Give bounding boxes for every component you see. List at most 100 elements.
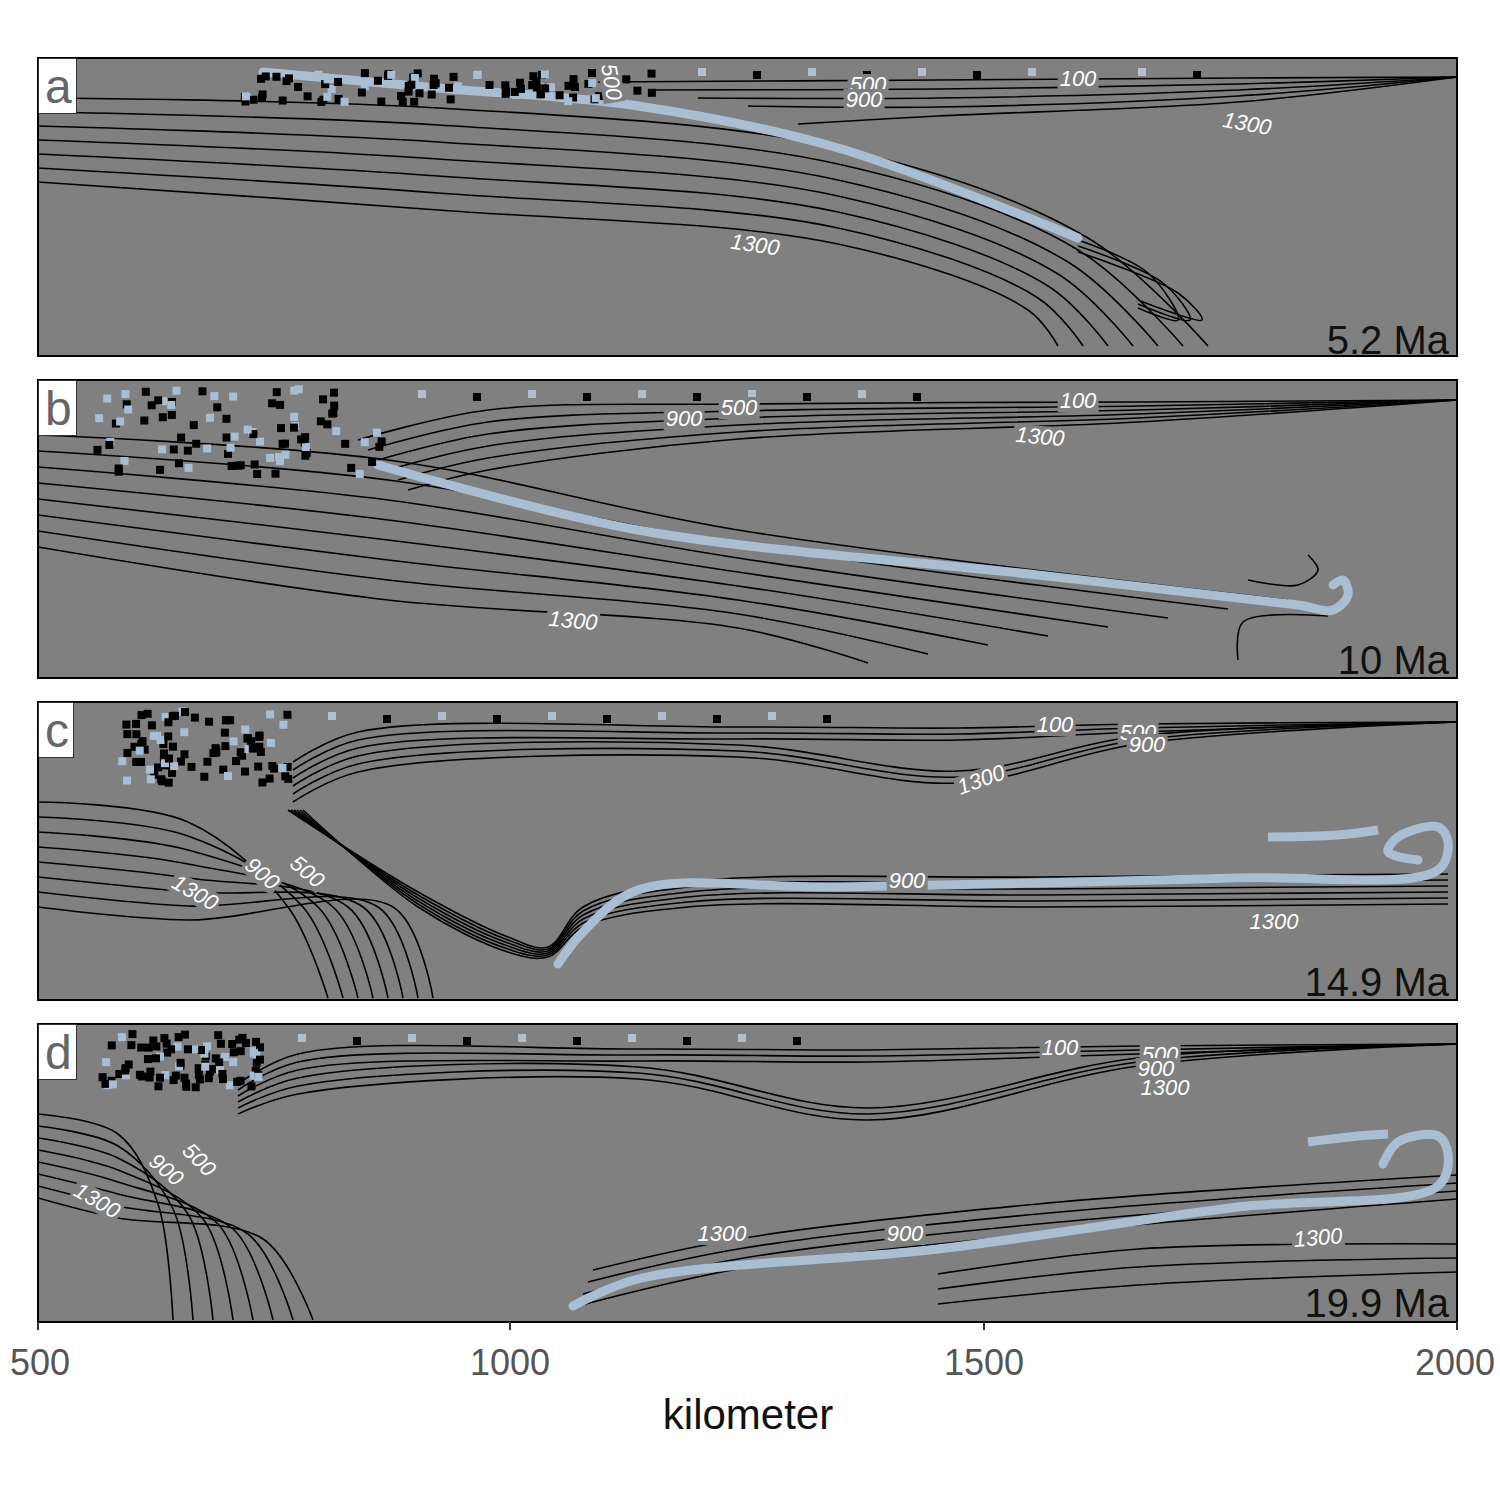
isotherm-label: 900 bbox=[844, 89, 885, 111]
melt-marker bbox=[573, 1037, 581, 1045]
isotherm-label: 1300 bbox=[1248, 911, 1301, 933]
melt-marker bbox=[698, 68, 706, 76]
melt-marker bbox=[102, 1058, 110, 1066]
melt-marker bbox=[445, 84, 453, 92]
melt-marker bbox=[232, 757, 240, 765]
melt-marker bbox=[210, 392, 218, 400]
time-label: 19.9 Ma bbox=[1304, 1283, 1449, 1323]
melt-marker bbox=[252, 1038, 260, 1046]
melt-marker bbox=[123, 776, 131, 784]
melt-marker bbox=[454, 82, 462, 90]
melt-marker bbox=[116, 418, 124, 426]
melt-marker bbox=[373, 429, 381, 437]
melt-marker bbox=[368, 458, 376, 466]
melt-marker bbox=[430, 75, 438, 83]
time-label: 14.9 Ma bbox=[1304, 962, 1449, 1002]
melt-marker bbox=[205, 718, 213, 726]
melt-marker bbox=[201, 1063, 209, 1071]
melt-marker bbox=[257, 748, 265, 756]
melt-marker bbox=[528, 81, 536, 89]
melt-marker bbox=[262, 72, 270, 80]
axis-title: kilometer bbox=[663, 1394, 833, 1436]
melt-marker bbox=[167, 1045, 175, 1053]
isotherm-label: 900 bbox=[664, 408, 705, 430]
isotherm bbox=[38, 182, 1058, 346]
melt-marker bbox=[628, 1034, 636, 1042]
melt-marker bbox=[180, 728, 188, 736]
melt-marker bbox=[633, 87, 641, 95]
melt-marker bbox=[410, 98, 418, 106]
melt-marker bbox=[588, 69, 596, 77]
melt-marker bbox=[121, 457, 129, 465]
melt-marker bbox=[256, 438, 264, 446]
melt-marker bbox=[537, 90, 545, 98]
melt-marker bbox=[136, 747, 144, 755]
melt-marker bbox=[95, 414, 103, 422]
panel-frame bbox=[38, 702, 1457, 1000]
melt-marker bbox=[228, 1040, 236, 1048]
melt-marker bbox=[493, 715, 501, 723]
melt-marker bbox=[128, 1030, 136, 1038]
isotherm bbox=[238, 1044, 1457, 1114]
slab-marker bbox=[1308, 1134, 1388, 1142]
isotherm bbox=[1237, 614, 1328, 660]
isotherm-label: 900 bbox=[1127, 734, 1168, 756]
melt-marker bbox=[231, 433, 239, 441]
melt-marker bbox=[271, 470, 279, 478]
melt-marker bbox=[200, 773, 208, 781]
melt-marker bbox=[438, 712, 446, 720]
time-label: 10 Ma bbox=[1338, 640, 1449, 680]
melt-marker bbox=[156, 1074, 164, 1082]
slab-marker bbox=[573, 1134, 1448, 1306]
melt-marker bbox=[147, 775, 155, 783]
melt-marker bbox=[137, 711, 145, 719]
melt-marker bbox=[276, 457, 284, 465]
isotherm-label: 1300 bbox=[1013, 424, 1068, 451]
melt-marker bbox=[181, 708, 189, 716]
melt-marker bbox=[168, 769, 176, 777]
panel-letter-box: a bbox=[38, 58, 77, 114]
melt-marker bbox=[528, 390, 536, 398]
melt-marker bbox=[249, 745, 257, 753]
melt-marker bbox=[329, 409, 337, 417]
melt-marker bbox=[169, 743, 177, 751]
melt-marker bbox=[197, 1046, 205, 1054]
panel-frame bbox=[38, 1024, 1457, 1322]
melt-marker bbox=[793, 1037, 801, 1045]
melt-marker bbox=[285, 74, 293, 82]
melt-marker bbox=[103, 395, 111, 403]
melt-marker bbox=[272, 73, 280, 81]
tick-label: 1500 bbox=[944, 1345, 1024, 1381]
tick-label: 500 bbox=[10, 1345, 70, 1381]
melt-marker bbox=[377, 98, 385, 106]
melt-marker bbox=[323, 420, 331, 428]
melt-marker bbox=[314, 71, 322, 79]
melt-marker bbox=[154, 396, 162, 404]
melt-marker bbox=[148, 721, 156, 729]
melt-marker bbox=[268, 762, 276, 770]
melt-marker bbox=[175, 1033, 183, 1041]
melt-marker bbox=[165, 779, 173, 787]
melt-marker bbox=[115, 464, 123, 472]
melt-marker bbox=[564, 97, 572, 105]
melt-marker bbox=[140, 417, 148, 425]
isotherm-label: 100 bbox=[1040, 1037, 1081, 1059]
melt-marker bbox=[190, 421, 198, 429]
panel-letter-box: c bbox=[38, 702, 74, 758]
melt-marker bbox=[168, 411, 176, 419]
melt-marker bbox=[93, 446, 101, 454]
panel-ground bbox=[38, 380, 1457, 678]
melt-marker bbox=[256, 1056, 264, 1064]
isotherm bbox=[408, 400, 1457, 490]
melt-marker bbox=[203, 444, 211, 452]
melt-marker bbox=[638, 390, 646, 398]
panel-ground bbox=[38, 58, 1457, 356]
melt-marker bbox=[156, 466, 164, 474]
axis-tick bbox=[983, 1322, 985, 1330]
melt-marker bbox=[858, 390, 866, 398]
melt-marker bbox=[387, 71, 395, 79]
melt-marker bbox=[324, 75, 332, 83]
melt-marker bbox=[184, 447, 192, 455]
isotherm-label: 500 bbox=[597, 60, 626, 104]
isotherm bbox=[1078, 240, 1178, 321]
